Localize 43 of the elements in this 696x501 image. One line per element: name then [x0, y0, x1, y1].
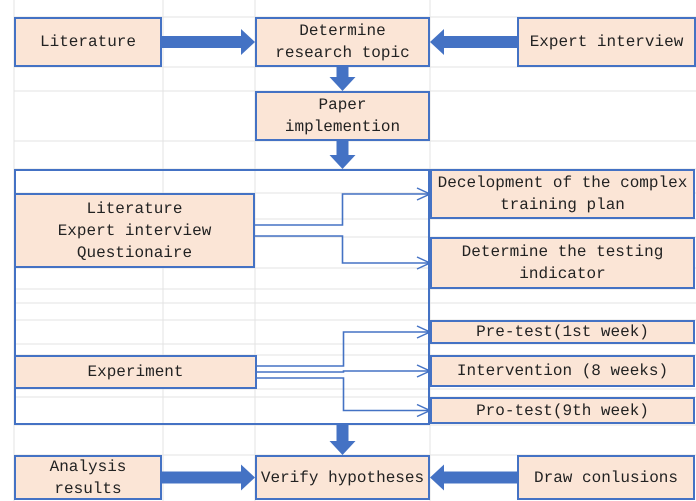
box-label: Verify hypotheses	[260, 468, 426, 488]
block-arrow	[430, 29, 517, 55]
block-arrow	[330, 67, 356, 91]
process-box	[255, 91, 430, 141]
arrow	[257, 377, 431, 418]
process-box	[430, 397, 695, 424]
arrow	[257, 325, 431, 367]
block-arrow	[162, 464, 255, 490]
process-box	[255, 455, 430, 500]
box-label: Expert interview	[56, 220, 212, 242]
block-arrow	[330, 425, 356, 455]
container-frame	[14, 169, 430, 425]
process-box	[255, 17, 430, 67]
process-box	[14, 355, 257, 389]
block-arrow	[430, 464, 517, 490]
box-label: Draw conlusions	[532, 468, 680, 488]
arrow	[255, 235, 431, 270]
box-label: Analysis results	[48, 456, 128, 500]
box-label: Expert interview	[528, 32, 684, 53]
box-label: Decelopment of the complex training plan	[436, 173, 688, 216]
process-box	[14, 193, 255, 268]
process-box	[517, 455, 695, 500]
process-box	[517, 17, 696, 67]
box-label: Determine research topic	[274, 21, 411, 64]
block-arrow	[330, 141, 356, 169]
box-label: Pre-test(1st week)	[475, 322, 650, 343]
process-box	[430, 237, 695, 289]
process-box	[430, 169, 695, 219]
process-box	[14, 17, 162, 67]
box-label: Questionaire	[76, 242, 194, 264]
block-arrow	[162, 29, 255, 55]
box-label: Literature	[38, 32, 137, 53]
arrow	[257, 364, 431, 378]
process-box	[430, 320, 695, 344]
box-label: Determine the testing indicator	[460, 242, 664, 285]
arrow	[255, 187, 431, 226]
box-label: Paper implemention	[284, 95, 402, 138]
box-label: Intervention (8 weeks)	[456, 361, 670, 382]
box-label: Experiment	[86, 362, 184, 383]
box-label: Pro-test(9th week)	[475, 400, 650, 422]
process-box	[430, 355, 695, 387]
box-label: Literature	[85, 198, 184, 220]
process-box	[14, 455, 162, 500]
